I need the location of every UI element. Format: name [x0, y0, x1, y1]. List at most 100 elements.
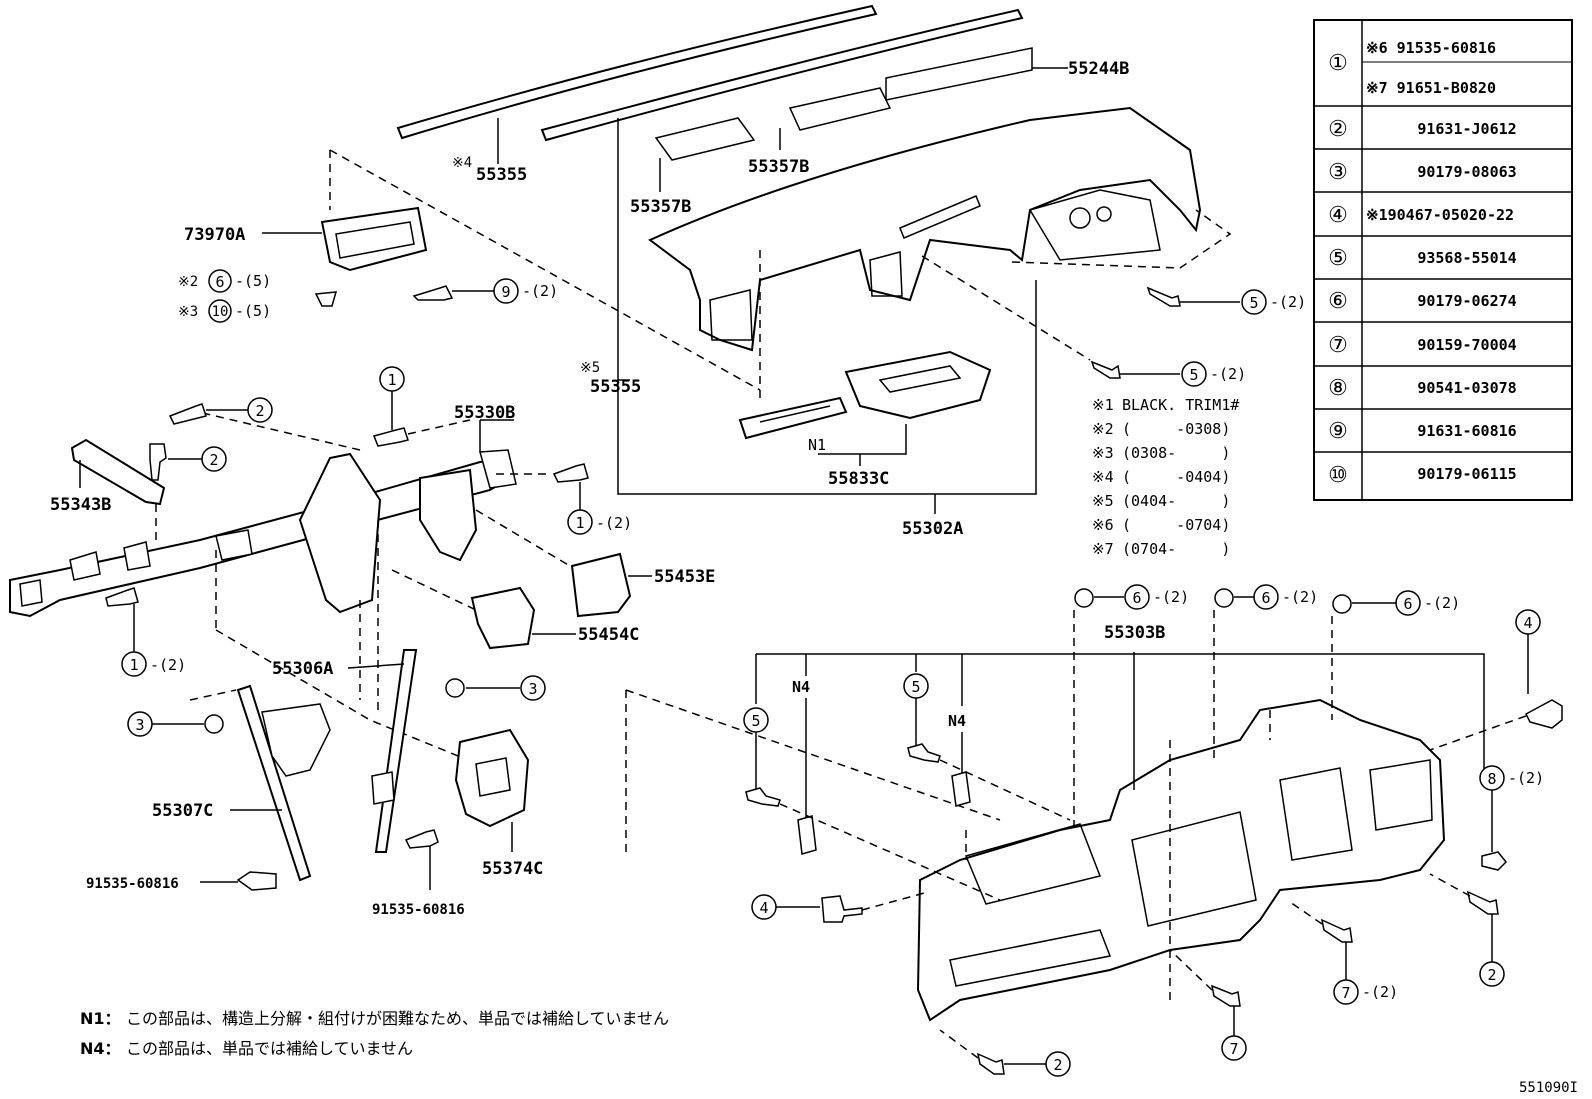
label-n4-right: N4 — [948, 712, 966, 730]
diagram-id: 551090I — [1519, 1080, 1578, 1096]
label-n4-left: N4 — [792, 678, 810, 696]
pad-55453e — [570, 552, 632, 618]
note-mark-2: ※2 — [1092, 420, 1114, 438]
reinforcement-55330b — [9, 449, 517, 618]
bolt-1-right — [552, 463, 589, 483]
note-text-2: ( -0308) — [1122, 420, 1230, 438]
notes-list: ※1 BLACK. TRIM1# ※2 ( -0308) ※3 (0308- )… — [1092, 396, 1239, 558]
label-55374c: 55374C — [482, 859, 543, 879]
table-ref-8: ⑧ — [1328, 376, 1348, 401]
clip-4-right — [1525, 699, 1563, 729]
label-55343b: 55343B — [50, 495, 111, 515]
lower-panel-55303b — [916, 698, 1446, 1022]
bolt-91535-mid — [404, 829, 439, 849]
footnote-n4-text: この部品は、単品では補給していません — [126, 1039, 413, 1058]
nut-6-c — [1332, 594, 1352, 614]
bolt-9 — [412, 285, 454, 301]
label-55357b-right: 55357B — [748, 157, 809, 177]
callout-1-right-qty: -(2) — [596, 514, 632, 532]
bolt-7-bottom — [1210, 984, 1241, 1007]
note-text-5: (0404- ) — [1122, 492, 1230, 510]
callout-2-right: 2 — [1487, 966, 1496, 984]
note-text-1: BLACK. TRIM1# — [1122, 396, 1239, 414]
callout-4-right: 4 — [1523, 614, 1532, 632]
screw-5-lower-left — [745, 787, 781, 807]
note-mark-1: ※1 — [1092, 396, 1114, 414]
clip-n4-left — [797, 815, 817, 855]
note-mark-6: ※6 — [1092, 516, 1114, 534]
callout-2-mid: 2 — [209, 451, 218, 469]
callout-5-upper: 5 — [1249, 294, 1258, 312]
footnote-n1-text: この部品は、構造上分解・組付けが困難なため、単品では補給していません — [126, 1009, 669, 1028]
callout-1-top: 1 — [387, 371, 396, 389]
note-mark-5: ※5 — [1092, 492, 1114, 510]
callout-1-right: 1 — [575, 514, 584, 532]
note-mark-3: ※3 — [1092, 444, 1114, 462]
callout-4-left: 4 — [759, 899, 768, 917]
table-part-4: ※190467-05020-22 — [1366, 206, 1514, 224]
parts-table: ① ※6 91535-60816 ※7 91651-B0820 ② 91631-… — [1313, 19, 1573, 501]
callout-6-c-qty: -(2) — [1424, 594, 1460, 612]
callout-5-mid: 5 — [1189, 366, 1198, 384]
brace-55306a — [371, 649, 418, 853]
label-55355-top-note: ※4 — [452, 155, 472, 171]
screw-5-mid — [1090, 360, 1121, 379]
callout-5-lower-mid: 5 — [911, 678, 920, 696]
label-55355-top: 55355 — [476, 165, 527, 185]
table-part-5: 93568-55014 — [1417, 249, 1516, 267]
label-55454c: 55454C — [578, 625, 639, 645]
callout-1-left: 1 — [129, 656, 138, 674]
callout-3-mid: 3 — [528, 680, 537, 698]
label-55330b: 55330B — [454, 403, 515, 423]
table-part-10: 90179-06115 — [1417, 465, 1516, 483]
callout-1-left-qty: -(2) — [150, 656, 186, 674]
label-55302a: 55302A — [902, 519, 963, 539]
bolt-1-top — [372, 427, 409, 447]
molding-strip-upper — [396, 4, 878, 140]
callout-8: 8 — [1487, 770, 1496, 788]
bolt-1-left — [105, 587, 139, 607]
table-part-7: 90159-70004 — [1417, 336, 1516, 354]
callout-10-left-qty: -(5) — [235, 302, 271, 320]
callout-6-a-qty: -(2) — [1153, 588, 1189, 606]
table-part-6: 90179-06274 — [1417, 292, 1516, 310]
label-55453e: 55453E — [654, 567, 715, 587]
callout-9-qty: -(2) — [522, 282, 558, 300]
screw-8 — [1481, 851, 1508, 871]
label-55303b: 55303B — [1104, 623, 1165, 643]
callout-6-note: ※2 — [178, 274, 198, 290]
callout-8-qty: -(2) — [1508, 769, 1544, 787]
table-ref-7: ⑦ — [1328, 333, 1348, 358]
table-part-1b: ※7 91651-B0820 — [1366, 79, 1496, 97]
brace-55343b — [70, 438, 166, 506]
callout-7-mid-qty: -(2) — [1362, 983, 1398, 1001]
callout-6-b-qty: -(2) — [1282, 588, 1318, 606]
label-73970a: 73970A — [184, 225, 245, 245]
callout-2-upper: 2 — [255, 402, 264, 420]
callout-5-lower-left: 5 — [751, 712, 760, 730]
clip-n4-right — [951, 771, 971, 807]
nut-6-a — [1074, 588, 1094, 608]
nut-6-10 — [314, 291, 338, 307]
table-part-8: 90541-03078 — [1417, 379, 1516, 397]
callout-6-c: 6 — [1403, 595, 1412, 613]
callout-7-bottom: 7 — [1229, 1040, 1238, 1058]
callout-2-bottom: 2 — [1053, 1056, 1062, 1074]
callout-7-mid: 7 — [1341, 984, 1350, 1002]
clip-4-left — [821, 895, 863, 923]
callout-6-b: 6 — [1261, 589, 1270, 607]
note-text-3: (0308- ) — [1122, 444, 1230, 462]
table-ref-3: ③ — [1328, 160, 1348, 185]
footnote-n4-label: N4： — [80, 1039, 121, 1058]
label-bolt-mid: 91535-60816 — [372, 902, 465, 918]
nut-6-b — [1214, 588, 1234, 608]
table-part-2: 91631-J0612 — [1417, 120, 1516, 138]
note-text-7: (0704- ) — [1122, 540, 1230, 558]
brace-55307c — [236, 684, 331, 882]
table-part-9: 91631-60816 — [1417, 422, 1516, 440]
callout-6-left: 6 — [215, 273, 224, 291]
callout-9: 9 — [501, 283, 510, 301]
label-55307c: 55307C — [152, 801, 213, 821]
label-55355-mid-note: ※5 — [580, 360, 600, 376]
table-ref-10: ⑩ — [1328, 463, 1348, 488]
